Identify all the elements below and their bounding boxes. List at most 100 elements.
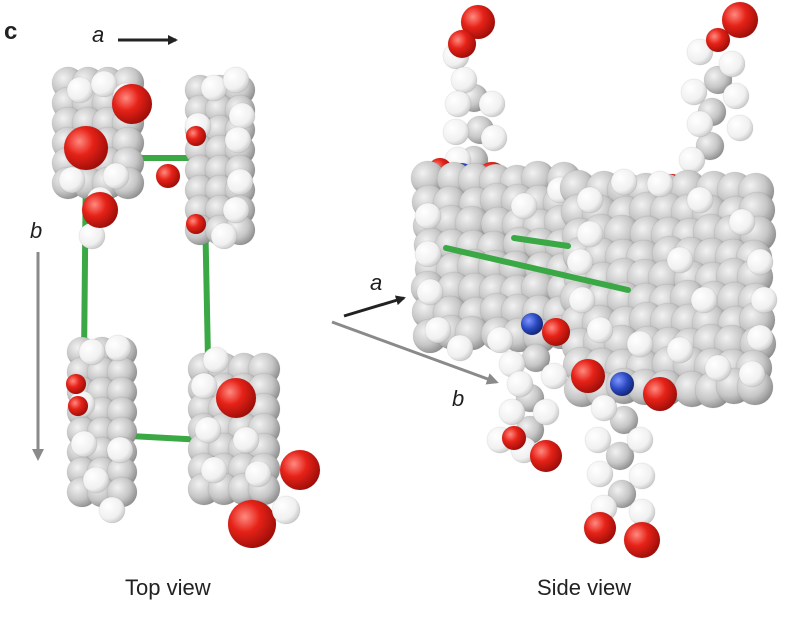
hydrogen-atom <box>746 324 774 352</box>
side-view-molecules <box>410 1 778 559</box>
oxygen-atom <box>65 373 87 395</box>
hydrogen-atom <box>690 286 718 314</box>
hydrogen-atom <box>228 102 256 130</box>
oxygen-atom <box>721 1 759 39</box>
hydrogen-atom <box>226 168 254 196</box>
carbon-atom <box>607 479 637 509</box>
oxygen-atom <box>541 317 571 347</box>
hydrogen-atom <box>726 114 754 142</box>
oxygen-atom <box>185 213 207 235</box>
top-view-molecules <box>51 66 321 549</box>
hydrogen-atom <box>232 426 260 454</box>
hydrogen-atom <box>576 220 604 248</box>
hydrogen-atom <box>486 326 514 354</box>
oxygen-atom <box>279 449 321 491</box>
hydrogen-atom <box>510 192 538 220</box>
hydrogen-atom <box>244 460 272 488</box>
side-view-caption: Side view <box>537 575 632 600</box>
hydrogen-atom <box>586 460 614 488</box>
side-view-unit-cell <box>443 235 631 293</box>
oxygen-atom <box>460 4 496 40</box>
hydrogen-atom <box>704 354 732 382</box>
hydrogen-atom <box>728 208 756 236</box>
hydrogen-atom <box>58 166 86 194</box>
hydrogen-atom <box>200 456 228 484</box>
carbon-atom <box>609 405 639 435</box>
hydrogen-atom <box>190 372 218 400</box>
hydrogen-atom <box>478 90 506 118</box>
hydrogen-atom <box>202 346 230 374</box>
side-view-axis-a-arrow <box>343 295 406 318</box>
hydrogen-atom <box>442 118 470 146</box>
hydrogen-atom <box>680 78 708 106</box>
hydrogen-atom <box>590 394 618 422</box>
hydrogen-atom <box>90 70 118 98</box>
hydrogen-atom <box>750 286 778 314</box>
hydrogen-atom <box>414 240 442 268</box>
hydrogen-atom <box>210 222 238 250</box>
oxygen-atom <box>185 125 207 147</box>
oxygen-atom <box>642 376 678 412</box>
side-view-axis-a-label: a <box>370 270 383 295</box>
hydrogen-atom <box>450 66 478 94</box>
hydrogen-atom <box>646 170 674 198</box>
hydrogen-atom <box>568 286 596 314</box>
hydrogen-atom <box>584 426 612 454</box>
hydrogen-atom <box>540 362 568 390</box>
hydrogen-atom <box>576 186 604 214</box>
hydrogen-atom <box>666 336 694 364</box>
hydrogen-atom <box>480 124 508 152</box>
hydrogen-atom <box>446 334 474 362</box>
oxygen-atom <box>111 83 153 125</box>
oxygen-atom <box>623 521 661 559</box>
oxygen-atom <box>227 499 277 549</box>
hydrogen-atom <box>102 162 130 190</box>
hydrogen-atom <box>666 246 694 274</box>
hydrogen-atom <box>686 38 714 66</box>
hydrogen-atom <box>70 430 98 458</box>
hydrogen-atom <box>444 90 472 118</box>
hydrogen-atom <box>416 278 444 306</box>
hydrogen-atom <box>610 168 638 196</box>
hydrogen-atom <box>628 462 656 490</box>
panel-letter: c <box>4 18 18 45</box>
hydrogen-atom <box>424 316 452 344</box>
hydrogen-atom <box>222 66 250 94</box>
hydrogen-atom <box>628 498 656 526</box>
hydrogen-atom <box>746 248 774 276</box>
hydrogen-atom <box>626 330 654 358</box>
hydrogen-atom <box>498 398 526 426</box>
hydrogen-atom <box>271 495 301 525</box>
oxygen-atom <box>501 425 527 451</box>
oxygen-atom <box>81 191 119 229</box>
hydrogen-atom <box>686 110 714 138</box>
top-view-axis-a-label: a <box>92 22 105 47</box>
oxygen-atom <box>583 511 617 545</box>
side-view-axis-b-label: b <box>452 386 465 411</box>
hydrogen-atom <box>738 360 766 388</box>
top-view-caption: Top view <box>125 575 211 600</box>
hydrogen-atom <box>722 82 750 110</box>
hydrogen-atom <box>224 126 252 154</box>
hydrogen-atom <box>98 496 126 524</box>
oxygen-atom <box>529 439 563 473</box>
hydrogen-atom <box>106 436 134 464</box>
hydrogen-atom <box>222 196 250 224</box>
hydrogen-atom <box>78 338 106 366</box>
hydrogen-atom <box>194 416 222 444</box>
hydrogen-atom <box>104 334 132 362</box>
nitrogen-atom <box>520 312 544 336</box>
hydrogen-atom <box>686 186 714 214</box>
hydrogen-atom <box>506 370 534 398</box>
oxygen-atom <box>215 377 257 419</box>
oxygen-atom <box>67 395 89 417</box>
hydrogen-atom <box>66 76 94 104</box>
oxygen-atom <box>705 27 731 53</box>
oxygen-atom <box>155 163 181 189</box>
oxygen-atom <box>570 358 606 394</box>
hydrogen-atom <box>532 398 560 426</box>
hydrogen-atom <box>414 202 442 230</box>
hydrogen-atom <box>718 50 746 78</box>
